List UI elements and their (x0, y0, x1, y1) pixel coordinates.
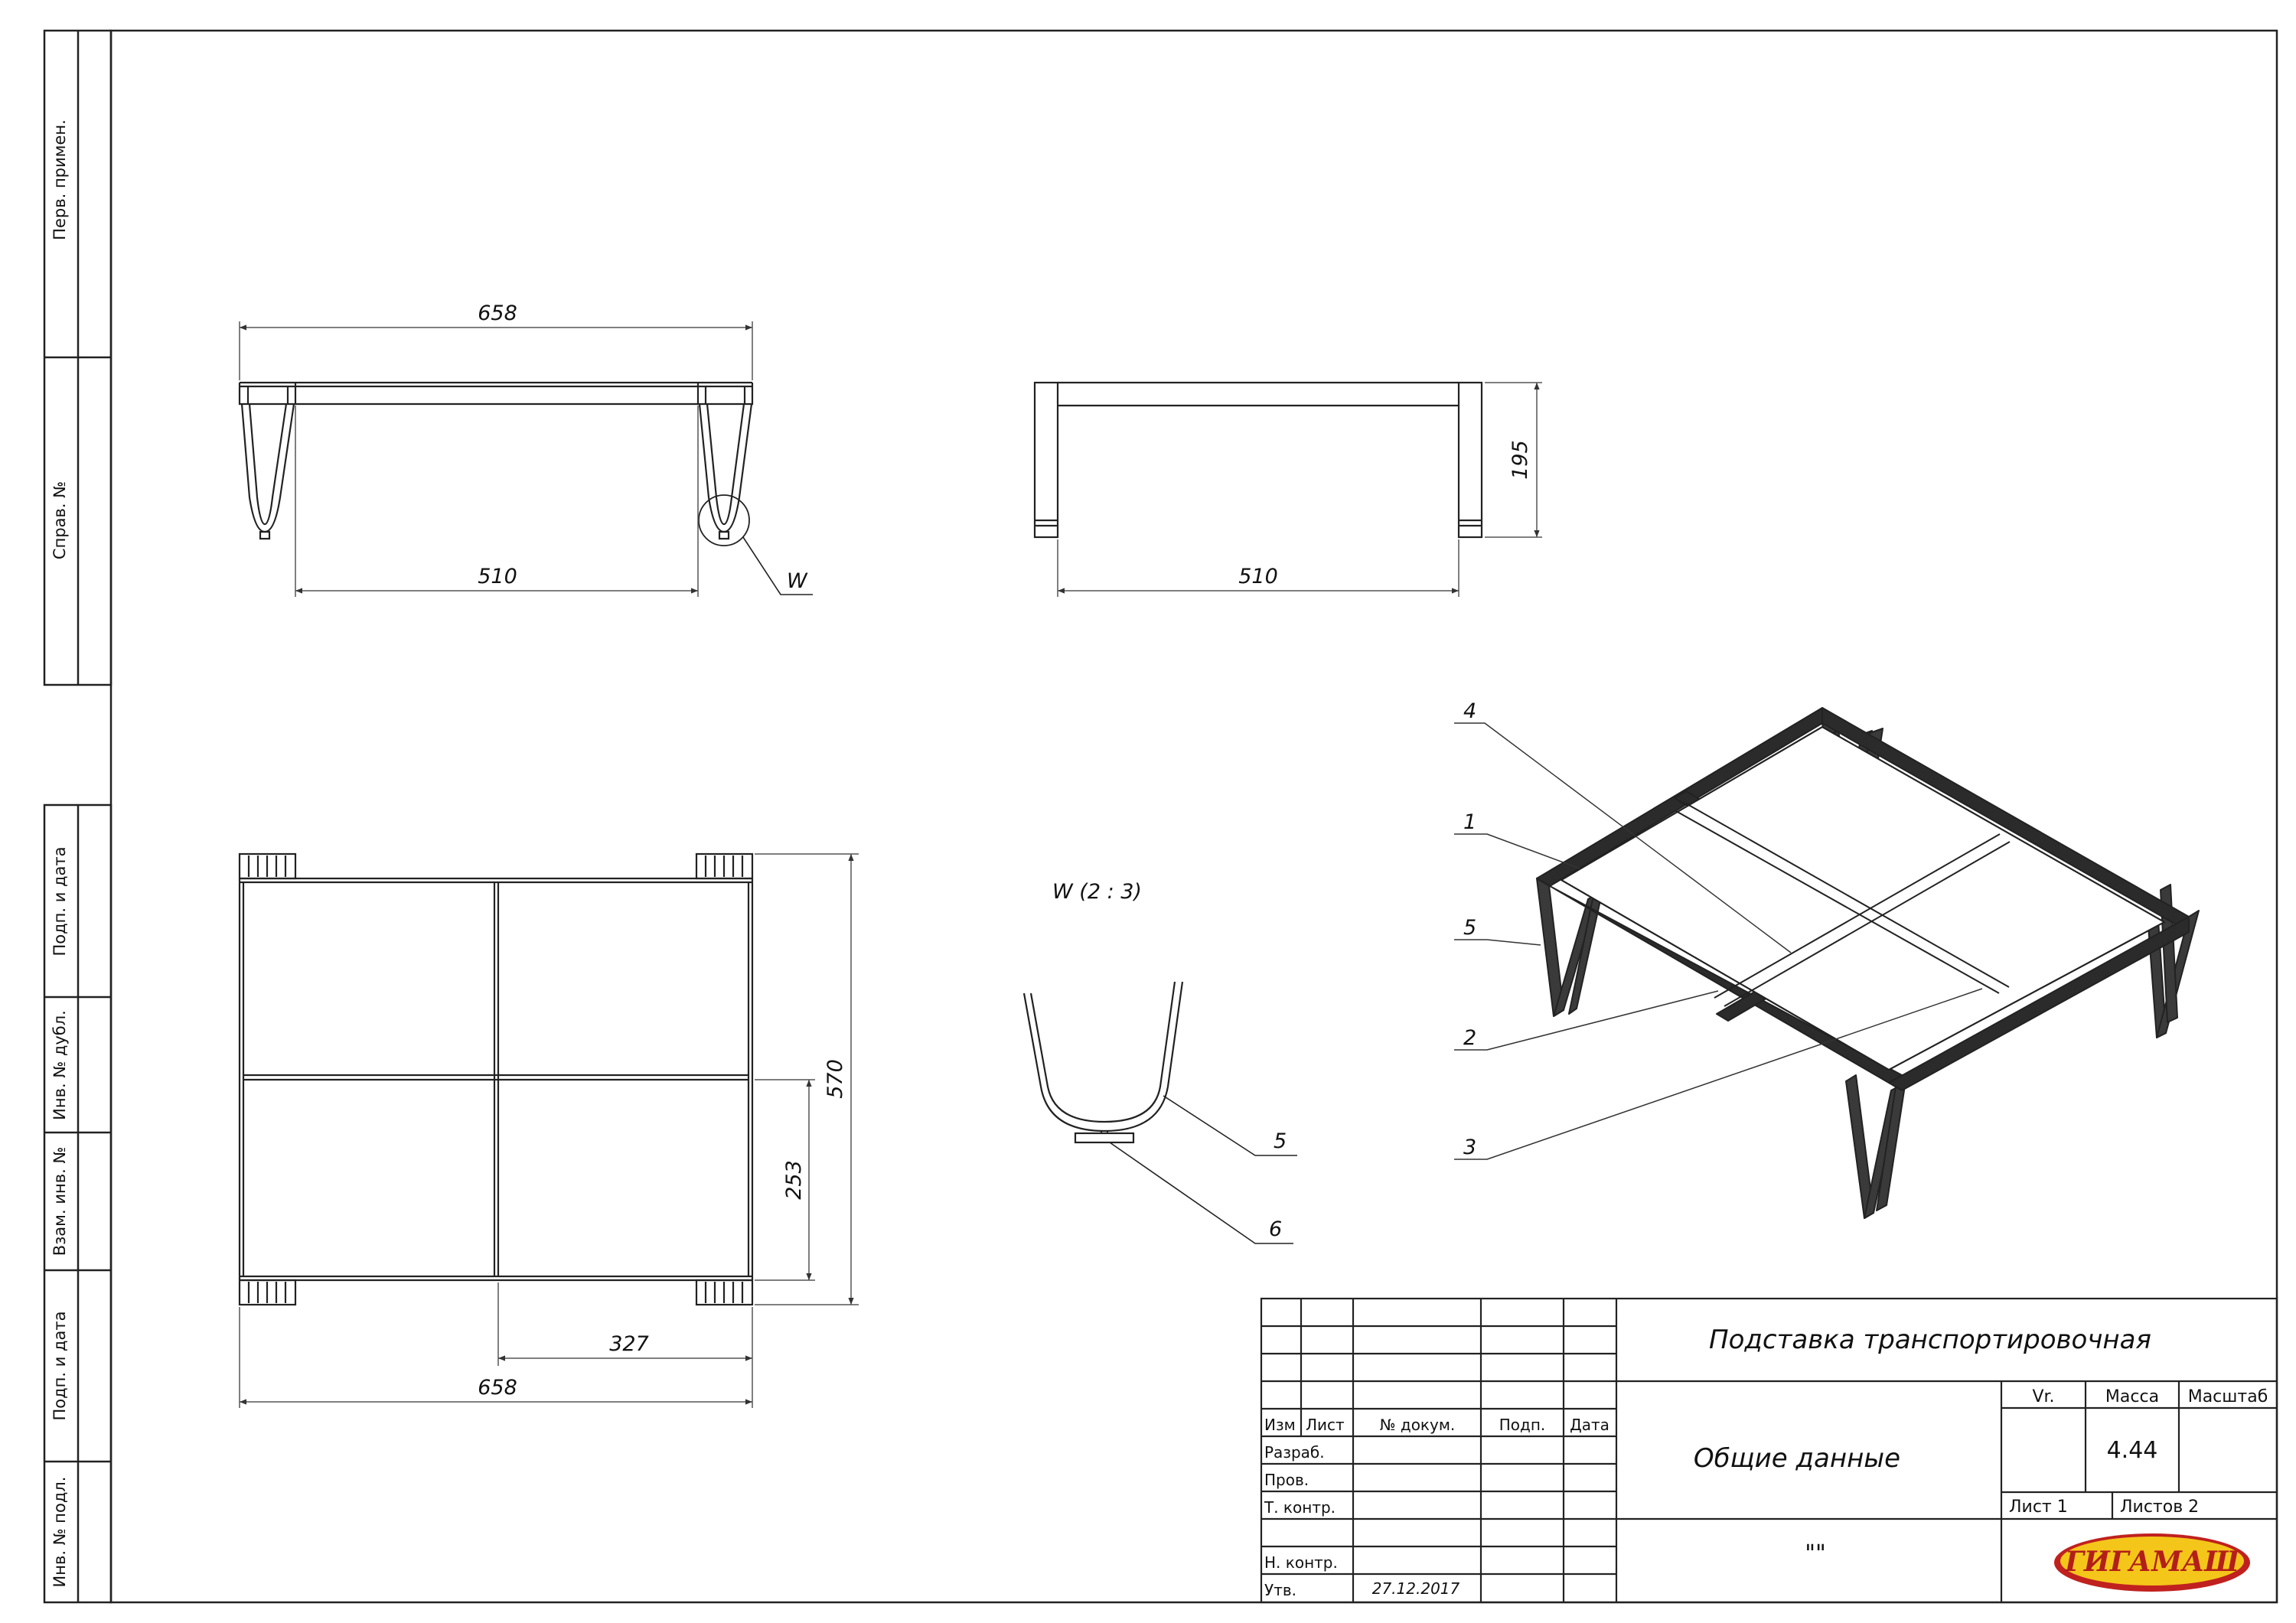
inv-podl-label: Инв. № подл. (51, 1477, 69, 1588)
dim-front-width: 658 (478, 301, 517, 325)
top-dimensions (239, 853, 859, 1408)
tb-sheets: Листов 2 (2120, 1498, 2199, 1517)
iso-label-5: 5 (1463, 916, 1476, 940)
logo-text: ГИГАМАШ (2064, 1546, 2240, 1578)
tb-n-kontr: Н. контр. (1264, 1553, 1338, 1572)
tb-col-vr: Vr. (2032, 1387, 2054, 1406)
iso-label-3: 3 (1463, 1136, 1476, 1159)
podp-data-label-2: Подп. и дата (51, 1311, 69, 1420)
dim-top-depth: 570 (823, 1059, 847, 1099)
detail-w (1022, 981, 1297, 1244)
vzam-inv-label: Взам. инв. № (51, 1147, 69, 1256)
tb-hdr-list: Лист (1306, 1416, 1345, 1434)
tb-hdr-dokum: № докум. (1380, 1416, 1456, 1434)
dim-top-half: 253 (782, 1160, 806, 1200)
isometric-view (1454, 707, 2200, 1219)
tb-subtitle: Общие данные (1694, 1443, 1900, 1474)
front-dimensions (239, 321, 753, 597)
title-block (1260, 1297, 2278, 1604)
iso-label-2: 2 (1463, 1026, 1476, 1050)
sidebar-labels: Перв. примен. Справ. № Подп. и дата Инв.… (51, 119, 69, 1587)
tb-razrab: Разраб. (1264, 1443, 1325, 1462)
sprav-no-label: Справ. № (51, 481, 69, 559)
tb-sheet: Лист 1 (2009, 1498, 2068, 1517)
callout-w: W (787, 569, 808, 593)
tb-col-massa: Масса (2105, 1387, 2159, 1406)
tb-utv: Утв. (1264, 1581, 1296, 1599)
tb-hdr-podp: Подп. (1499, 1416, 1546, 1434)
podp-data-label-1: Подп. и дата (51, 846, 69, 956)
tb-utv-date: 27.12.2017 (1372, 1579, 1460, 1598)
tb-hdr-izm: Изм (1264, 1416, 1296, 1434)
company-logo: ГИГАМАШ (2054, 1533, 2250, 1592)
side-dimensions (1057, 382, 1542, 597)
inv-dubl-label: Инв. № дубл. (51, 1010, 69, 1120)
side-view (1033, 381, 1483, 539)
tb-hdr-data: Дата (1570, 1416, 1609, 1434)
dim-top-width: 658 (478, 1376, 517, 1400)
dim-top-half-width: 327 (609, 1332, 649, 1356)
dim-front-inner: 510 (478, 565, 517, 588)
dim-side-height: 195 (1508, 440, 1532, 480)
detail-label-5: 5 (1274, 1129, 1287, 1153)
iso-label-4: 4 (1463, 699, 1476, 723)
dim-side-inner: 510 (1238, 565, 1278, 588)
tb-mass-value: 4.44 (2107, 1437, 2158, 1464)
iso-label-1: 1 (1463, 810, 1476, 834)
tb-prov: Пров. (1264, 1471, 1309, 1489)
detail-label-6: 6 (1269, 1217, 1282, 1241)
sheet-frame (43, 29, 2278, 1604)
detail-title: W (2 : 3) (1052, 880, 1142, 904)
tb-quotes: "" (1805, 1540, 1826, 1567)
top-view (238, 852, 754, 1306)
perv-primen-label: Перв. примен. (51, 119, 69, 240)
tb-title: Подставка транспортировочная (1709, 1325, 2151, 1355)
tb-t-kontr: Т. контр. (1264, 1498, 1336, 1517)
front-view (238, 381, 813, 595)
tb-col-masshtab: Масштаб (2188, 1387, 2268, 1406)
